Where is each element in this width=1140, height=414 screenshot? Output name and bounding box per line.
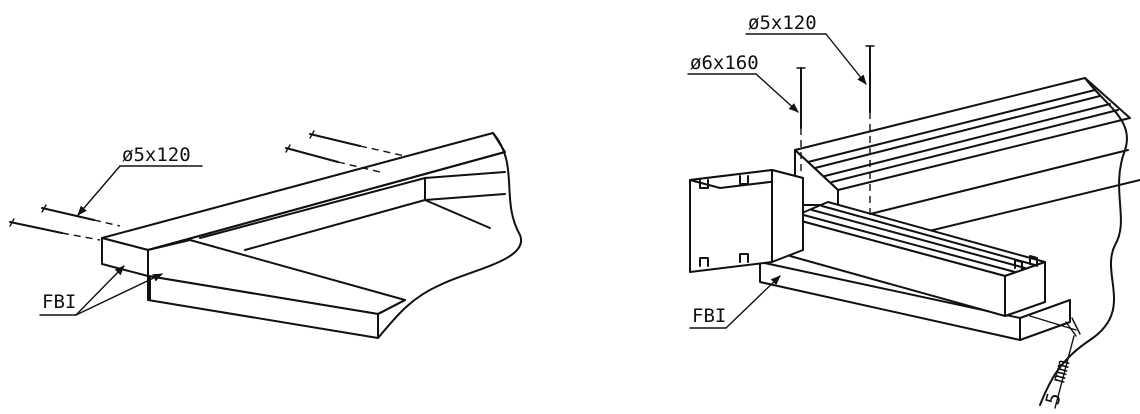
right-figure: ø6x160 ø5x120 FBI 5 mm bbox=[687, 12, 1140, 409]
left-figure: ø5x120 FBI bbox=[9, 130, 523, 339]
right-screw-long-callout: ø6x160 bbox=[687, 52, 799, 113]
left-screw-label: ø5x120 bbox=[122, 144, 191, 166]
right-screw-short-callout: ø5x120 bbox=[745, 12, 867, 85]
left-fbi-label: FBI bbox=[42, 291, 76, 313]
left-screw-4 bbox=[309, 130, 406, 157]
right-fbi-callout: FBI bbox=[689, 275, 781, 329]
right-screw-long-label: ø6x160 bbox=[690, 52, 759, 74]
right-fbi-label: FBI bbox=[692, 305, 726, 327]
left-screw-callout: ø5x120 bbox=[77, 144, 203, 216]
left-front-beam bbox=[147, 239, 406, 339]
left-screw-3 bbox=[285, 144, 381, 173]
left-fbi-callout: FBI bbox=[39, 265, 163, 316]
right-back-rail bbox=[794, 77, 1131, 223]
right-screw-short bbox=[865, 45, 875, 220]
right-break-line bbox=[1039, 77, 1128, 406]
right-front-block bbox=[789, 201, 1046, 317]
right-end-block bbox=[689, 169, 804, 273]
right-screw-long bbox=[796, 67, 806, 175]
gap-label: 5 mm bbox=[1042, 357, 1075, 407]
right-screw-short-label: ø5x120 bbox=[748, 12, 817, 34]
right-bottom-frame bbox=[759, 149, 1140, 341]
left-screw-2 bbox=[41, 204, 121, 227]
left-screw-1 bbox=[9, 218, 101, 241]
left-break-line bbox=[377, 132, 523, 339]
